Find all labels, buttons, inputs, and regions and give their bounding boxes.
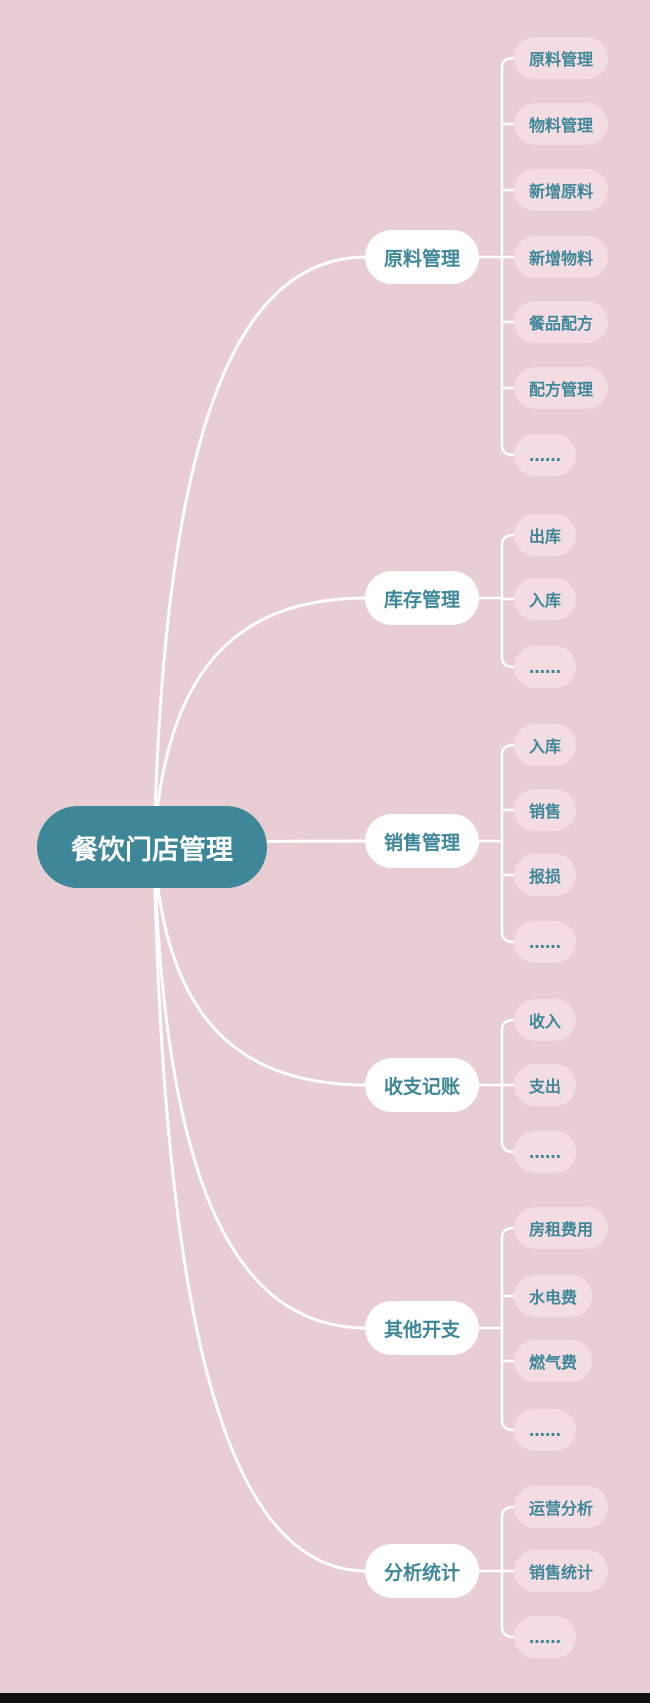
leaf-node[interactable]: 新增原料 [514, 169, 609, 211]
branch-node[interactable]: 原料管理 [365, 230, 479, 284]
branch-node[interactable]: 分析统计 [365, 1544, 479, 1598]
leaf-node[interactable]: 支出 [514, 1064, 577, 1106]
leaf-node[interactable]: …… [514, 921, 576, 963]
leaf-node[interactable]: 出库 [514, 514, 577, 556]
leaf-node[interactable]: 销售统计 [514, 1550, 609, 1592]
root-to-branch-connector [152, 845, 369, 1573]
branch-node[interactable]: 收支记账 [365, 1058, 479, 1112]
root-to-branch-connector [152, 596, 369, 849]
leaf-node[interactable]: 入库 [514, 724, 577, 766]
leaf-node[interactable]: 原料管理 [514, 37, 609, 79]
leaf-node[interactable]: …… [514, 1131, 576, 1173]
leaf-node[interactable]: 配方管理 [514, 367, 609, 409]
leaf-node[interactable]: 新增物料 [514, 236, 609, 278]
leaf-node[interactable]: …… [514, 1409, 576, 1451]
leaf-node[interactable]: 运营分析 [514, 1486, 609, 1528]
leaf-node[interactable]: 入库 [514, 578, 577, 620]
leaf-node[interactable]: 销售 [514, 789, 577, 831]
leaf-node[interactable]: 餐品配方 [514, 301, 609, 343]
branch-node[interactable]: 销售管理 [365, 814, 479, 868]
branch-node[interactable]: 其他开支 [365, 1301, 479, 1355]
leaf-node[interactable]: 收入 [514, 999, 577, 1041]
leaf-node[interactable]: 报损 [514, 854, 577, 896]
leaf-node[interactable]: 燃气费 [514, 1340, 593, 1382]
root-node[interactable]: 餐饮门店管理 [37, 806, 267, 888]
leaf-node[interactable]: 水电费 [514, 1275, 593, 1317]
leaf-node[interactable]: 物料管理 [514, 103, 609, 145]
leaf-spine-connector [500, 743, 516, 944]
root-to-branch-connector [152, 255, 369, 849]
leaf-spine-connector [500, 533, 516, 669]
leaf-spine-connector [500, 1226, 516, 1432]
branch-node[interactable]: 库存管理 [365, 571, 479, 625]
leaf-node[interactable]: …… [514, 434, 576, 476]
root-to-branch-connector [152, 845, 369, 1330]
leaf-node[interactable]: …… [514, 646, 576, 688]
bottom-edge-bar [0, 1693, 650, 1703]
leaf-node[interactable]: 房租费用 [514, 1207, 609, 1249]
leaf-node[interactable]: …… [514, 1616, 576, 1658]
root-to-branch-connector [152, 845, 369, 1087]
